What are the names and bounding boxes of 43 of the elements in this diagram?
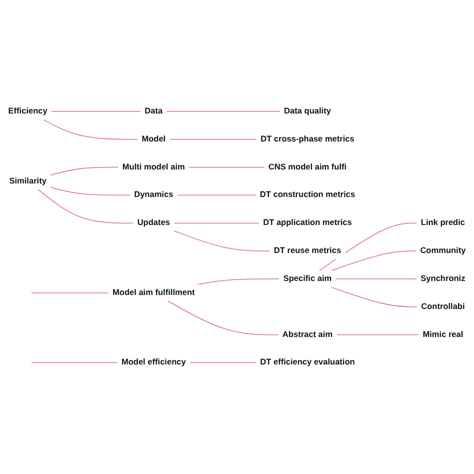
connector — [190, 362, 256, 364]
node-text: Synchroniz — [420, 274, 466, 284]
node-text: Abstract aim — [282, 330, 333, 339]
connector — [336, 334, 419, 336]
node-text: DT construction metrics — [260, 190, 356, 200]
connector — [51, 110, 141, 112]
node-text: Mimic real — [422, 330, 464, 339]
connector — [174, 230, 270, 252]
node-text: Link predic — [420, 218, 466, 228]
connector — [42, 119, 138, 140]
connector — [174, 222, 260, 224]
connector — [318, 222, 418, 271]
connector — [31, 362, 118, 364]
connector — [50, 186, 130, 196]
node-text: DT efficiency evaluation — [260, 358, 355, 367]
connector — [330, 250, 416, 271]
connector — [176, 194, 256, 196]
node-text: Specific aim — [283, 274, 332, 284]
node-text: Efficiency — [8, 106, 48, 116]
connector — [330, 286, 418, 308]
node-text: Model efficiency — [121, 358, 186, 367]
node-text: CNS model aim fulfi — [268, 162, 347, 172]
node-text: Data quality — [284, 106, 331, 116]
node-text: Updates — [137, 218, 170, 228]
connector — [196, 278, 280, 285]
connector — [38, 189, 134, 224]
node-text: DT application metrics — [263, 218, 352, 228]
connector — [166, 110, 280, 112]
connector — [188, 166, 265, 168]
node-text: Model — [142, 134, 166, 144]
connector — [169, 138, 257, 140]
node-text: Controllabi — [421, 302, 465, 311]
node-text: DT cross-phase metrics — [260, 134, 354, 144]
node-text: Model aim fulfillment — [112, 288, 195, 297]
connector — [31, 292, 109, 294]
node-text: Multi model aim — [122, 162, 185, 172]
node-text: Community — [420, 246, 466, 256]
node-text: Similarity — [9, 176, 46, 186]
connector — [335, 278, 417, 280]
connector — [168, 300, 279, 336]
connector — [50, 166, 119, 176]
node-text: Dynamics — [134, 190, 174, 200]
node-text: Data — [144, 106, 163, 116]
